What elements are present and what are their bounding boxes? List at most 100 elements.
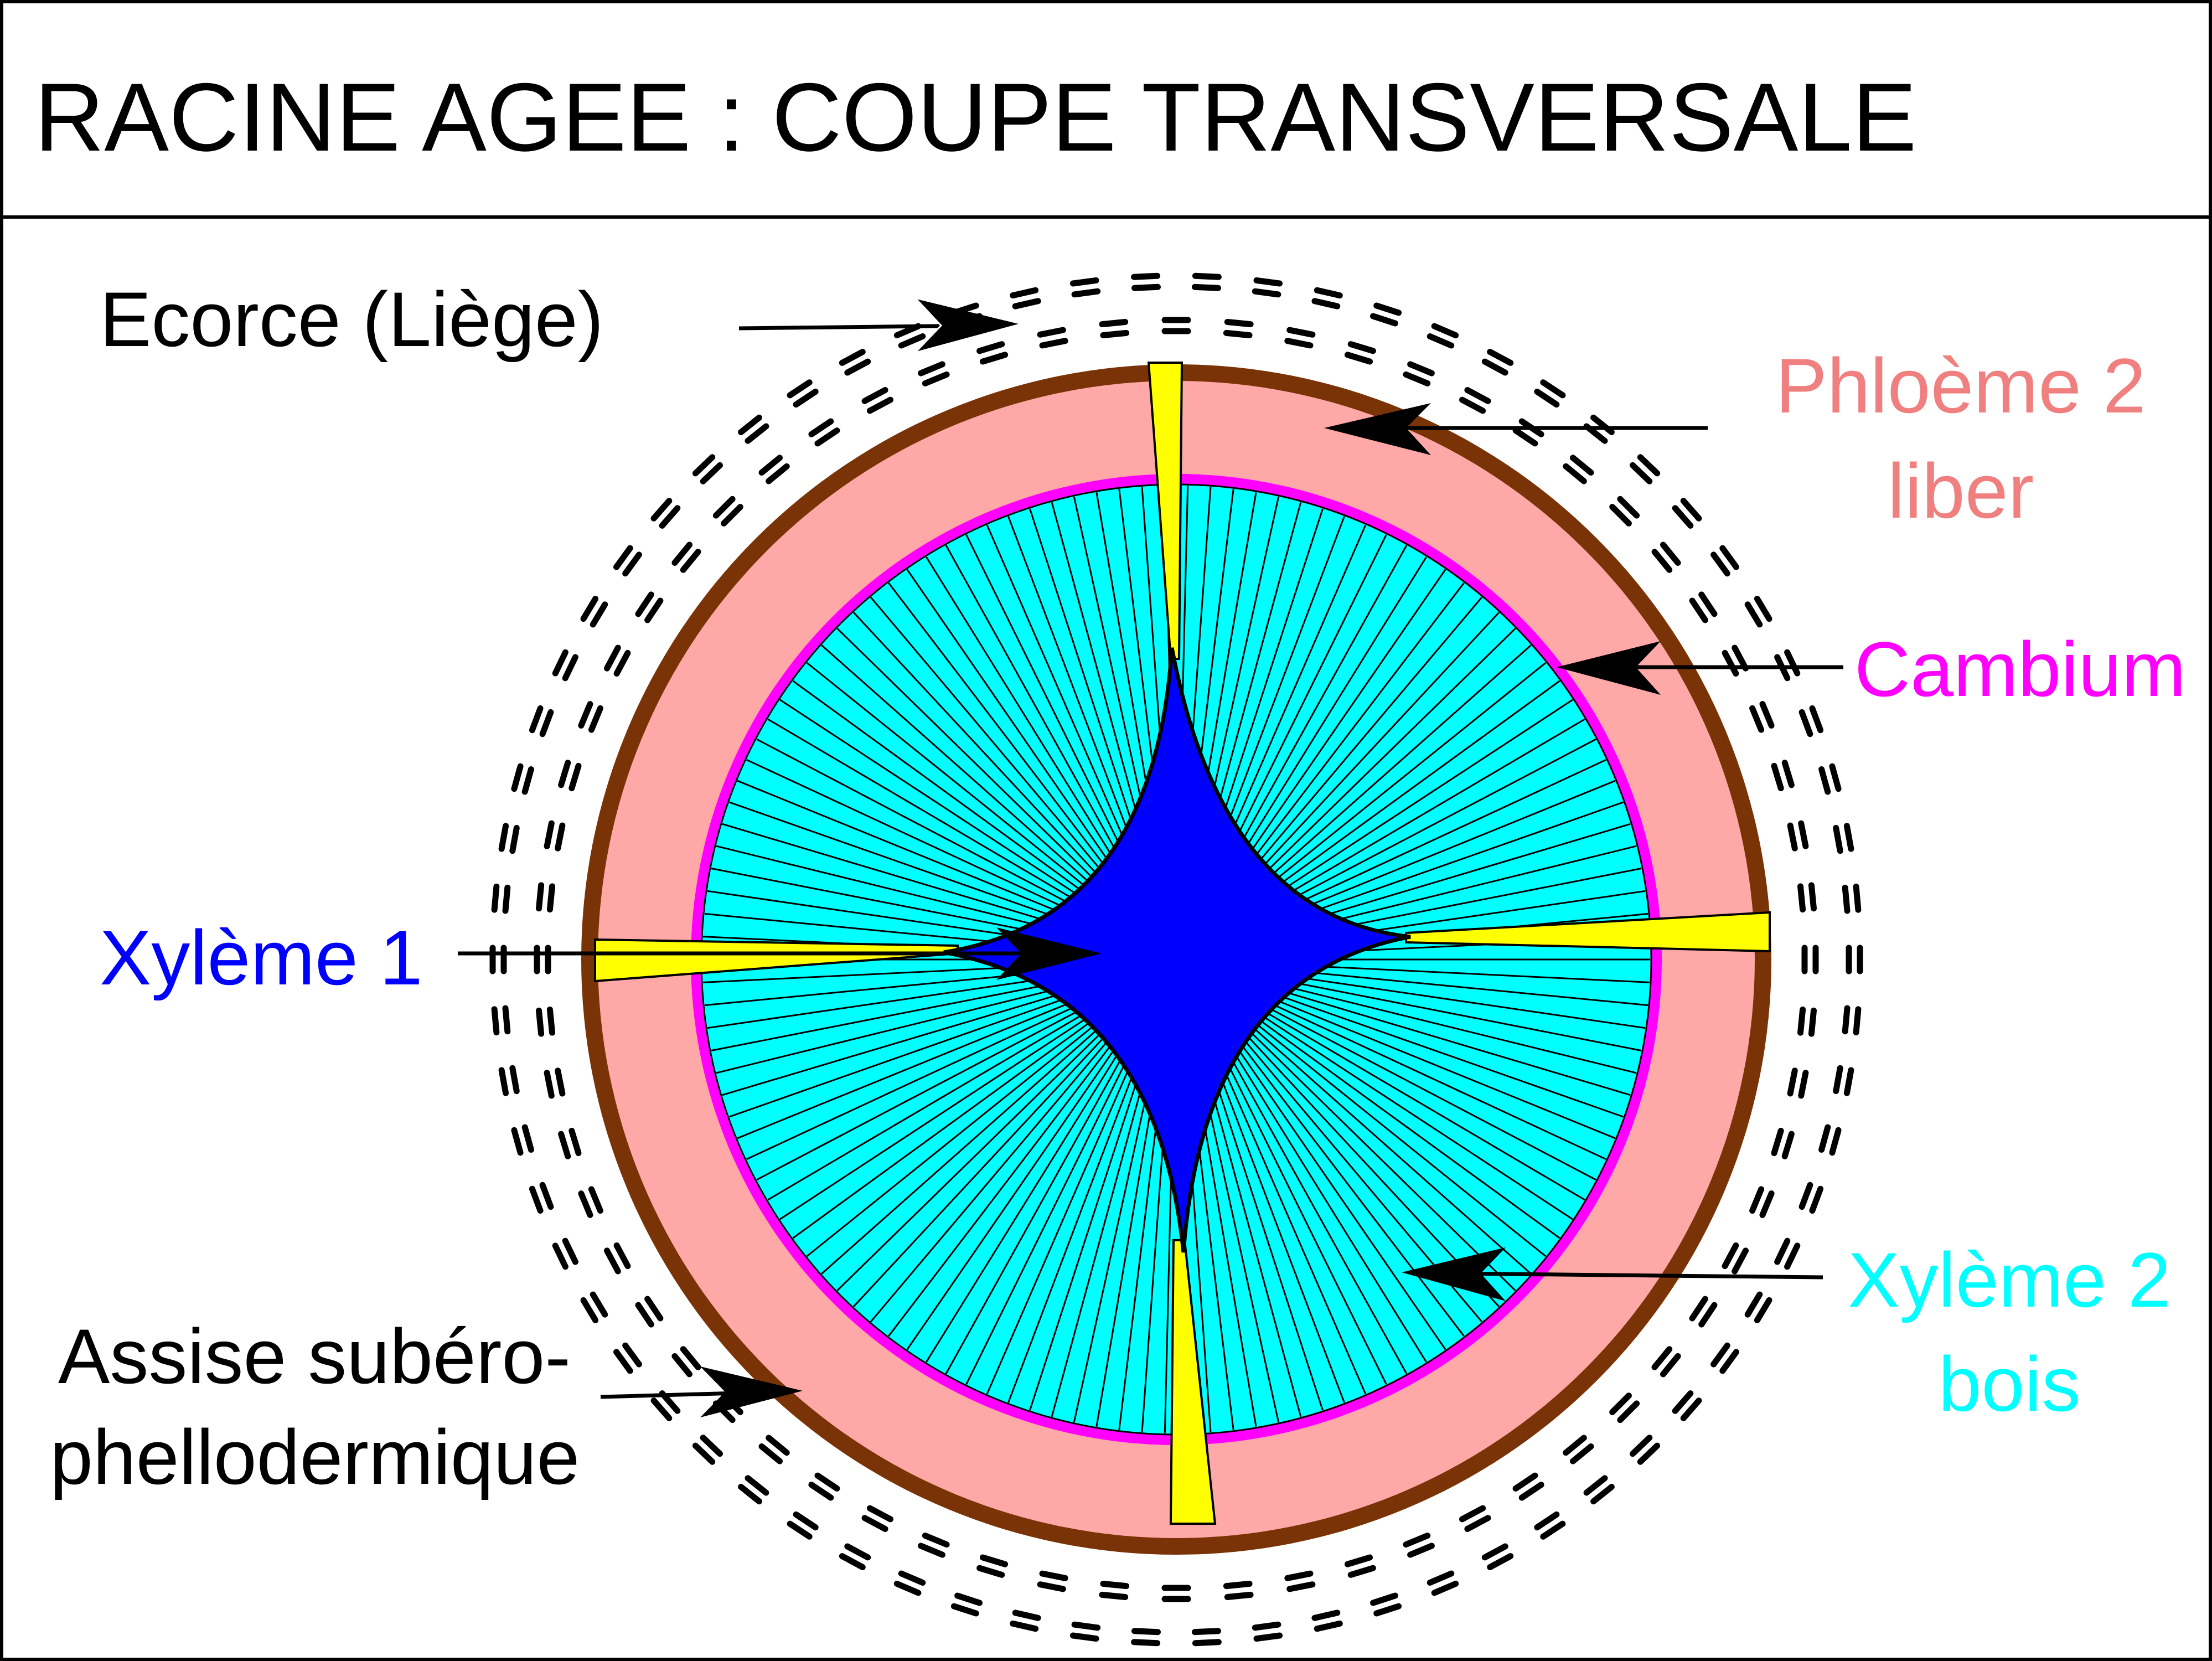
cork-dash (622, 1342, 642, 1368)
cork-dash (1774, 1237, 1791, 1265)
cork-dash (1833, 824, 1843, 854)
cork-dash (808, 418, 834, 437)
cork-dash (950, 1603, 979, 1617)
cork-dash (1487, 1553, 1514, 1570)
cork-dash (1563, 1435, 1587, 1456)
cork-dash (1534, 388, 1560, 408)
cork-dash (1829, 1127, 1842, 1156)
cork-dash (650, 1397, 673, 1421)
cork-dash (552, 649, 568, 677)
cork-dash (1809, 1185, 1824, 1214)
cork-dash (544, 820, 555, 849)
cork-dash (1347, 341, 1376, 354)
page-title: RACINE AGEE : COUPE TRANSVERSALE (34, 64, 1917, 172)
cork-dash (1512, 1472, 1538, 1492)
cork-dash (1689, 1296, 1708, 1322)
cork-dash (1464, 387, 1491, 404)
cork-dash (1781, 1131, 1795, 1159)
cork-dash (1710, 551, 1730, 577)
ray-top (1147, 362, 1183, 660)
cork-dash (745, 423, 769, 444)
cork-dash (1099, 1591, 1129, 1600)
cork-dash (1590, 1484, 1615, 1505)
cork-dash (1427, 333, 1455, 349)
cork-dash (1843, 1067, 1854, 1096)
label-phloeme-line1: Phloème 2 (1775, 342, 2146, 429)
cork-dash (1012, 298, 1041, 309)
cork-dash (893, 1580, 922, 1596)
cork-dash (568, 762, 582, 792)
cork-dash (1710, 1342, 1730, 1368)
cork-dash (558, 760, 571, 788)
cork-rings (489, 272, 1863, 1647)
cork-dash (562, 654, 578, 682)
cork-dash (613, 545, 633, 570)
cork-dash (1651, 1346, 1673, 1370)
cork-dash (866, 1505, 893, 1523)
cork-dash (1540, 379, 1566, 399)
cork-dash (1754, 596, 1772, 622)
cork-dash (721, 504, 743, 527)
cork-dash (502, 1005, 511, 1035)
cork-dash (1373, 302, 1402, 316)
cork-dash (1407, 361, 1435, 376)
cork-dash (979, 1554, 1009, 1567)
cork-dash (635, 1302, 654, 1328)
cork-dash (680, 549, 701, 573)
cork-dash (659, 505, 681, 529)
cork-dash (1534, 1511, 1560, 1531)
cork-dash (922, 371, 950, 386)
cork-dash (1192, 283, 1221, 291)
cork-dash (1012, 1610, 1041, 1621)
cork-dash (1037, 1581, 1066, 1592)
cork-dash (1344, 352, 1373, 365)
cork-dash (1464, 1515, 1491, 1532)
cork-dash (529, 705, 544, 734)
cork-dash (1039, 1570, 1068, 1581)
cork-dash (1781, 760, 1795, 788)
label-xyleme1: Xylème 1 (100, 914, 423, 1001)
cork-dash (546, 1006, 555, 1036)
cork-dash (521, 766, 534, 795)
cork-dash (793, 1511, 819, 1531)
label-cambium: Cambium (1854, 626, 2186, 713)
cork-dash (976, 1565, 1005, 1578)
cork-dash (1311, 1610, 1341, 1621)
cork-dash (539, 709, 554, 737)
cork-dash (1808, 882, 1817, 912)
cork-dash (491, 1006, 500, 1036)
cork-dash (644, 597, 664, 623)
cork-dash (1809, 705, 1824, 734)
arrow-assise (600, 1366, 803, 1417)
cork-dash (1427, 1570, 1455, 1586)
cork-dash (498, 1067, 509, 1096)
cork-dash (1798, 709, 1813, 737)
cork-dash (700, 462, 723, 484)
arrow-phloeme (1324, 403, 1708, 455)
cork-dash (558, 1131, 571, 1159)
cork-dash (1459, 1505, 1486, 1523)
cork-dash (1842, 884, 1851, 914)
cork-dash (692, 454, 716, 477)
cork-dash (1131, 1628, 1161, 1636)
cork-dash (1131, 272, 1161, 280)
cork-dash (1784, 649, 1801, 677)
cork-dash (1744, 601, 1763, 628)
cork-dash (1286, 1581, 1316, 1592)
cork-dash (745, 1475, 769, 1496)
arrow-cambium (1557, 641, 1843, 695)
cork-dash (546, 883, 555, 913)
cork-dash (498, 823, 509, 852)
cork-dash (590, 1291, 608, 1318)
cork-dash (1131, 283, 1161, 291)
cork-dash (1651, 549, 1673, 573)
cork-dash (1744, 1291, 1763, 1318)
cork-dash (787, 379, 813, 399)
cork-dash (1853, 1006, 1862, 1036)
cork-dash (1518, 1482, 1544, 1501)
cork-dash (588, 705, 603, 733)
cork-dash (1314, 287, 1343, 299)
cork-dash (979, 352, 1009, 365)
cork-dash (536, 882, 545, 912)
cork-dash (511, 1127, 524, 1156)
